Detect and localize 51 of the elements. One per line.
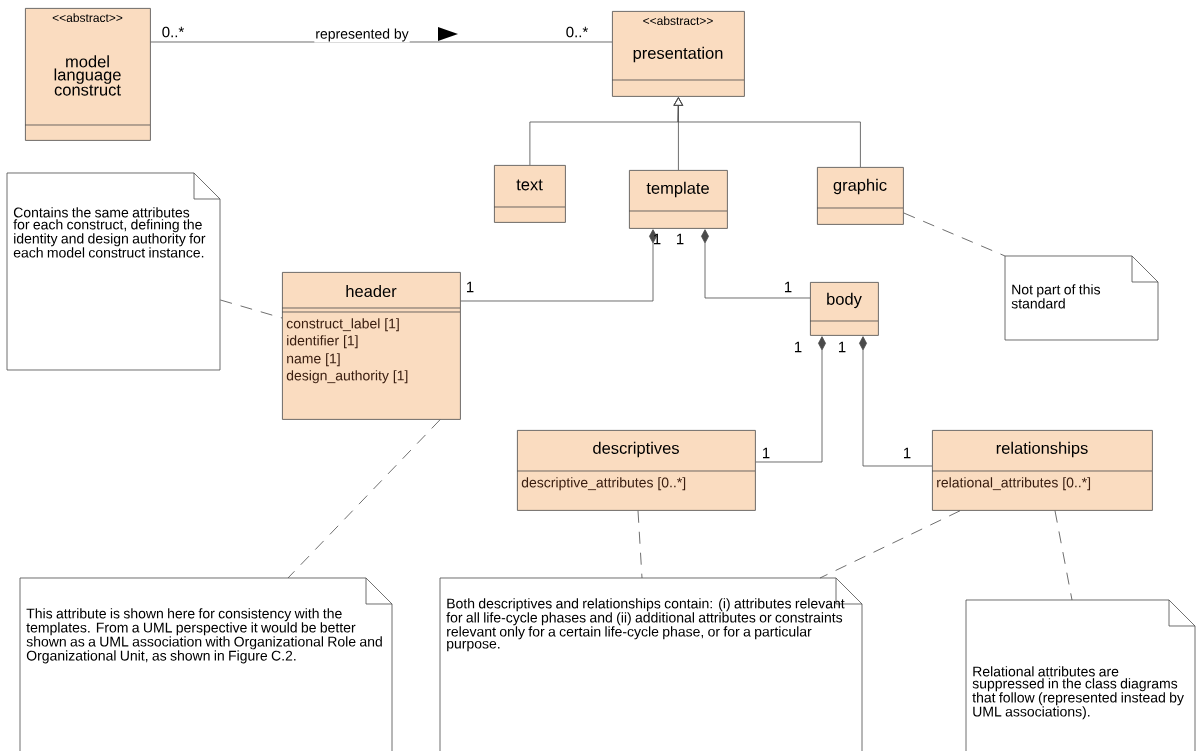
class-name: descriptives — [593, 441, 679, 458]
stereotype-label: <<abstract>> — [52, 13, 123, 22]
multiplicity: 1 — [763, 447, 770, 459]
note: This attribute is shown here for consistency with the templates. From a UML perspective it would be better shown as a UML association with Organizational Role and Organizational Unit, as shown in Figure C.2. — [19, 577, 393, 751]
multiplicity: 1 — [654, 233, 661, 245]
composition-line — [755, 336, 826, 463]
composition-line — [701, 229, 811, 299]
note-link — [637, 510, 643, 579]
note-link — [1054, 510, 1073, 601]
stereotype-label: <<abstract>> — [643, 16, 713, 25]
multiplicity: 1 — [785, 281, 792, 293]
generalization-arrow — [673, 97, 861, 168]
attribute-text: relational_attributes [0..*] — [937, 477, 1091, 491]
class-box — [493, 165, 566, 223]
edge-label: represented by — [314, 27, 410, 43]
attribute-text: construct_label [1] — [286, 318, 399, 332]
note: Contains the same attributes for each construct, defining the identity and design authority for each model construct instance. — [6, 172, 221, 371]
class-box — [24, 8, 151, 141]
note-link — [220, 299, 283, 319]
note-link — [287, 419, 441, 579]
note: Both descriptives and relationships contain: (i) attributes relevant for all life-cycle phases and (ii) additional attributes or constraints relevant only for a certain life-cycle phase, or for a particular purpose. — [439, 577, 863, 751]
multiplicity: 1 — [795, 341, 802, 353]
class-name: body — [827, 292, 862, 309]
class-name: model language construct — [54, 55, 121, 96]
class-name: template — [646, 181, 709, 198]
multiplicity: 0..* — [566, 26, 589, 38]
class-box — [281, 272, 461, 420]
note: Not part of this standard — [1004, 255, 1159, 341]
class-name: graphic — [833, 178, 887, 195]
class-name: relationships — [996, 441, 1088, 458]
attribute-text: name [1] — [287, 353, 340, 367]
multiplicity: 1 — [904, 447, 911, 459]
multiplicity: 1 — [467, 281, 474, 293]
note: Relational attributes are suppressed in the class diagrams that follow (represented instead by UML associations). — [965, 599, 1196, 751]
composition-line — [859, 336, 933, 467]
attribute-text: descriptive_attributes [0..*] — [521, 477, 686, 491]
attribute-text: design_authority [1] — [286, 370, 408, 384]
note-link — [819, 510, 961, 579]
class-box — [516, 430, 756, 511]
note-link — [903, 212, 1006, 257]
multiplicity: 0..* — [162, 26, 185, 38]
class-box — [809, 282, 879, 336]
class-name: header — [346, 284, 397, 298]
class-box — [931, 430, 1153, 511]
class-box — [611, 11, 745, 97]
class-box — [816, 167, 904, 225]
composition-line — [460, 229, 657, 302]
attribute-text: identifier [1] — [287, 335, 358, 349]
class-name: presentation — [633, 46, 723, 63]
class-box — [628, 170, 728, 229]
class-name: text — [516, 179, 543, 191]
